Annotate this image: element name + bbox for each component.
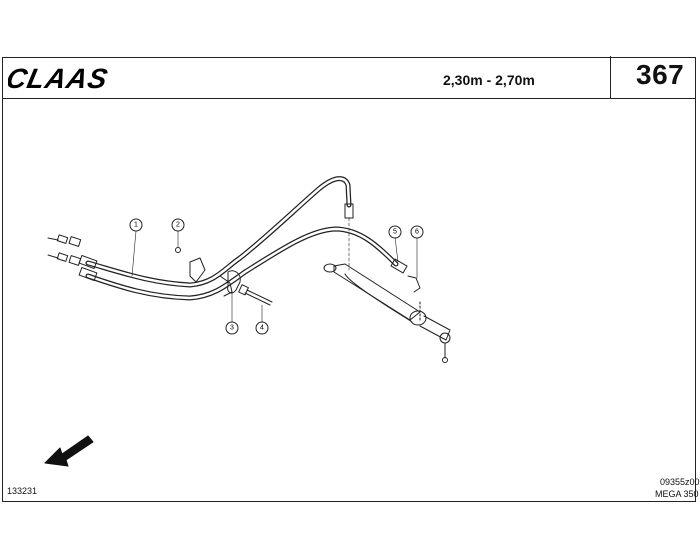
callout-3: 3: [225, 321, 239, 335]
size-range: 2,30m - 2,70m: [443, 72, 535, 88]
svg-text:3: 3: [230, 325, 234, 332]
model-name: MEGA 350: [655, 489, 699, 499]
direction-arrow: [44, 435, 94, 467]
callout-4: 4: [255, 321, 269, 335]
fittings-left: [47, 234, 98, 281]
nut: [175, 247, 181, 253]
svg-text:6: 6: [415, 229, 419, 236]
page-number: 367: [636, 59, 685, 90]
brand-logo: CLAAS: [8, 62, 111, 94]
callout-2: 2: [171, 218, 185, 232]
hose-clamp: [189, 257, 241, 297]
drawing-reference: 09355z00: [660, 477, 700, 487]
hydraulic-cylinder: [323, 263, 451, 363]
svg-text:2: 2: [176, 222, 180, 229]
sheet-reference: 133231: [7, 486, 38, 496]
bolt: [238, 284, 273, 306]
svg-text:CLAAS: CLAAS: [8, 62, 111, 94]
fittings-right: [390, 258, 421, 293]
callout-1: 1: [129, 218, 143, 232]
drawing-frame: [2, 57, 696, 502]
hose-upper: [85, 176, 352, 288]
svg-text:5: 5: [393, 229, 397, 236]
svg-text:1: 1: [134, 222, 138, 229]
callout-6: 6: [410, 225, 424, 239]
hose-lower: [85, 226, 399, 301]
page-number-box: [610, 56, 696, 99]
callout-5: 5: [388, 225, 402, 239]
svg-text:4: 4: [260, 325, 264, 332]
header-divider: [2, 98, 696, 100]
